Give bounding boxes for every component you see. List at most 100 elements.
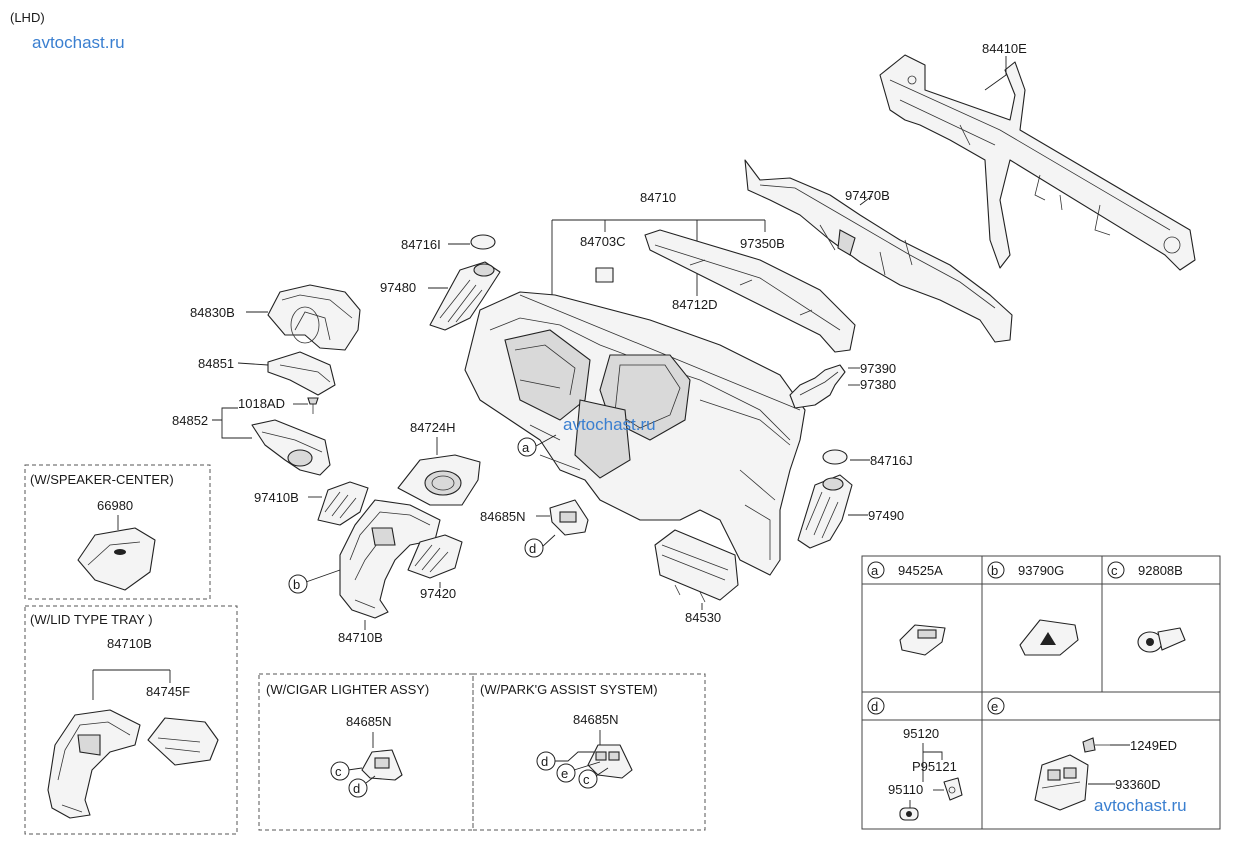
defroster-duct-part[interactable] — [744, 159, 1013, 343]
cigar-callout-c-letter: c — [335, 764, 342, 779]
cover-84852-part[interactable] — [251, 419, 331, 476]
option-box-speaker-center — [24, 464, 211, 600]
legend-a-letter: a — [871, 563, 879, 578]
vent-97480-part[interactable] — [429, 261, 501, 331]
speaker-cover-66980-part[interactable] — [77, 527, 156, 591]
part-92808B-image[interactable] — [1137, 627, 1186, 653]
speaker-center-title: (W/SPEAKER-CENTER) — [30, 472, 174, 487]
park-callout-e-marker — [556, 763, 576, 783]
callout-a-letter: a — [522, 440, 530, 455]
parking-assist-title: (W/PARK'G ASSIST SYSTEM) — [480, 682, 658, 697]
center-fascia-lid-part[interactable] — [47, 709, 141, 819]
part-94525A-image[interactable] — [899, 624, 946, 656]
label-84716J: 84716J — [870, 453, 913, 468]
label-97480: 97480 — [380, 280, 416, 295]
legend-b-letter: b — [991, 563, 998, 578]
vent-97420-part[interactable] — [407, 534, 463, 579]
option-box-parking-assist — [472, 673, 706, 831]
vent-97490-part[interactable] — [797, 474, 853, 549]
vent-97410B-part[interactable] — [317, 481, 369, 526]
cigar-switch-panel-part[interactable] — [361, 749, 403, 781]
cigar-callout-c-marker — [330, 761, 350, 781]
park-callout-c-letter: c — [583, 772, 590, 787]
park-callout-e-letter: e — [561, 766, 568, 781]
label-84710: 84710 — [640, 190, 676, 205]
crash-pad-main-part[interactable] — [464, 291, 806, 576]
label-97470B: 97470B — [845, 188, 890, 203]
cross-member-part[interactable] — [879, 54, 1196, 271]
park-callout-d-marker — [536, 751, 556, 771]
label-84851: 84851 — [198, 356, 234, 371]
label-97490: 97490 — [868, 508, 904, 523]
watermark-top: avtochast.ru — [32, 33, 125, 52]
lid-tray-part-sub: 84745F — [146, 684, 190, 699]
label-97380: 97380 — [860, 377, 896, 392]
lid-tray-title: (W/LID TYPE TRAY ) — [30, 612, 153, 627]
park-callout-d-letter: d — [541, 754, 548, 769]
cigar-callout-d-marker — [348, 778, 368, 798]
label-97390: 97390 — [860, 361, 896, 376]
callout-d-marker — [524, 538, 544, 558]
label-84724H: 84724H — [410, 420, 456, 435]
legend-e-letter: e — [991, 699, 998, 714]
cigar-lighter-title: (W/CIGAR LIGHTER ASSY) — [266, 682, 429, 697]
speaker-center-part-label: 66980 — [97, 498, 133, 513]
label-1018AD: 1018AD — [238, 396, 285, 411]
part-93360D-image[interactable] — [1034, 754, 1089, 811]
legend-d-letter: d — [871, 699, 878, 714]
legend-c-part: 92808B — [1138, 563, 1183, 578]
defroster-nozzle-part[interactable] — [644, 229, 856, 353]
park-callout-c-marker — [578, 769, 598, 789]
watermark-bottom: avtochast.ru — [1094, 796, 1187, 815]
cluster-hood-part[interactable] — [267, 284, 361, 351]
legend-c-letter: c — [1111, 563, 1118, 578]
legend-e-part-1249ED: 1249ED — [1130, 738, 1177, 753]
label-97410B: 97410B — [254, 490, 299, 505]
callout-b-marker — [288, 574, 308, 594]
cigar-callout-d-letter: d — [353, 781, 360, 796]
center-fascia-84710B-part[interactable] — [339, 499, 441, 619]
part-1249ED-image[interactable] — [1082, 737, 1110, 753]
cap-84716J-part[interactable] — [822, 449, 848, 465]
label-84703C: 84703C — [580, 234, 626, 249]
legend-d-marker — [867, 697, 885, 715]
label-sticker-part[interactable] — [595, 267, 614, 283]
part-95110-image[interactable] — [899, 807, 919, 821]
label-84712D: 84712D — [672, 297, 718, 312]
legend-e-part-93360D: 93360D — [1115, 777, 1161, 792]
legend-d-part-95110: 95110 — [888, 782, 923, 797]
cup-holder-84724H-part[interactable] — [397, 454, 481, 506]
label-84410E: 84410E — [982, 41, 1027, 56]
lid-tray-part-main: 84710B — [107, 636, 152, 651]
screw-1018AD-part[interactable] — [307, 397, 319, 414]
cap-84716I-part[interactable] — [470, 234, 496, 250]
label-84852: 84852 — [172, 413, 208, 428]
legend-e-marker — [987, 697, 1005, 715]
label-84716I: 84716I — [401, 237, 441, 252]
airbag-84530-part[interactable] — [654, 529, 739, 603]
legend-b-part: 93790G — [1018, 563, 1064, 578]
legend-table — [861, 555, 1221, 830]
part-95121-image[interactable] — [943, 777, 963, 801]
side-air-duct-part[interactable] — [789, 364, 846, 409]
parking-assist-part: 84685N — [573, 712, 619, 727]
option-box-cigar-lighter — [258, 673, 474, 831]
switch-panel-84685N-part[interactable] — [549, 499, 589, 536]
legend-d-part-P95121: P95121 — [912, 759, 957, 774]
callout-a-marker — [517, 437, 537, 457]
legend-a-marker — [867, 561, 885, 579]
label-97420: 97420 — [420, 586, 456, 601]
label-97350B: 97350B — [740, 236, 785, 251]
label-84710B: 84710B — [338, 630, 383, 645]
callout-d-letter: d — [529, 541, 536, 556]
cover-84851-part[interactable] — [267, 351, 336, 396]
lid-tray-84745F-part[interactable] — [147, 717, 219, 766]
label-84685N: 84685N — [480, 509, 526, 524]
legend-a-part: 94525A — [898, 563, 943, 578]
label-84530: 84530 — [685, 610, 721, 625]
part-93790G-image[interactable] — [1019, 619, 1079, 656]
legend-c-marker — [1107, 561, 1125, 579]
watermark-center: avtochast.ru — [563, 415, 656, 434]
label-84830B: 84830B — [190, 305, 235, 320]
